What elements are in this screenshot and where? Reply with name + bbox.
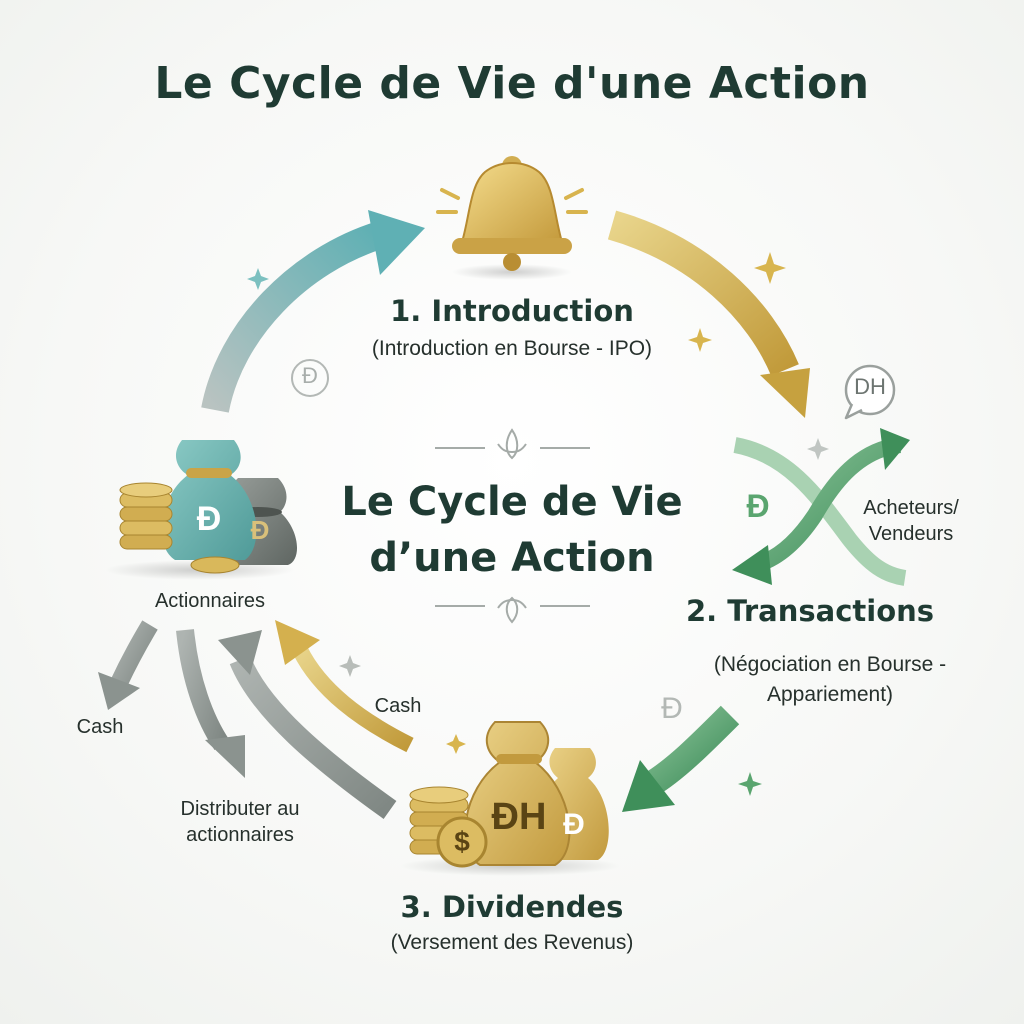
dirham-icon: Đ <box>563 808 585 841</box>
center-title: Le Cycle de Vie d’une Action <box>262 474 762 586</box>
ornament-top <box>435 428 590 460</box>
step-dividends-subtitle: (Versement des Revenus) <box>390 931 634 954</box>
money-bags-icon <box>105 440 298 580</box>
label-distribute: Distributer au actionnaires <box>180 798 300 846</box>
dh-bubble-text: DH <box>854 374 886 399</box>
dirham-icon: Đ <box>302 363 318 388</box>
grey-return-arrow <box>218 630 397 819</box>
gold-arrow-to-transactions <box>607 210 810 418</box>
coin-stack-icon <box>119 482 173 550</box>
center-title-line2: d’une Action <box>369 535 655 581</box>
center-title-line1: Le Cycle de Vie <box>341 479 683 525</box>
bell-icon <box>436 156 588 280</box>
dollar-sign-icon: $ <box>454 826 470 857</box>
step-transactions-title: 2. Transactions <box>685 594 935 628</box>
ornament-bottom <box>435 596 590 624</box>
label-cash-left: Cash <box>76 716 124 738</box>
step-introduction-subtitle: (Introduction en Bourse - IPO) <box>371 337 653 360</box>
step-introduction-title: 1. Introduction <box>390 294 634 328</box>
step-transactions-subtitle: (Négociation en Bourse - Appariement) <box>713 653 947 706</box>
exchange-arrows-icon <box>732 428 910 586</box>
sparkle-icon <box>247 252 829 796</box>
grey-distribute-arrow <box>176 629 245 778</box>
gold-cash-arrow <box>275 620 414 753</box>
step-dividends-title: 3. Dividendes <box>400 890 624 924</box>
grey-cash-arrow-left <box>98 620 158 710</box>
speech-bubble-icon <box>844 364 896 420</box>
dividend-money-bags-icon <box>400 721 620 876</box>
dirham-icon: Đ <box>250 515 270 545</box>
bell-ring-lines <box>436 188 588 214</box>
teal-arrow-to-introduction <box>201 210 425 413</box>
dirham-icon: Đ <box>196 500 222 538</box>
label-cash-middle: Cash <box>374 695 422 717</box>
label-shareholders: Actionnaires <box>154 590 266 612</box>
label-buyers-sellers: Acheteurs/ Vendeurs <box>863 497 959 545</box>
page-title: Le Cycle de Vie d'une Action <box>154 58 870 109</box>
dirham-icon: Đ <box>661 692 683 725</box>
dirham-icon: Đ <box>746 488 770 524</box>
green-arrow-to-dividends <box>622 705 740 812</box>
dirham-bag-label: ĐH <box>491 796 547 838</box>
dirham-circle-icon <box>291 359 329 397</box>
dollar-coin-icon <box>436 816 488 868</box>
